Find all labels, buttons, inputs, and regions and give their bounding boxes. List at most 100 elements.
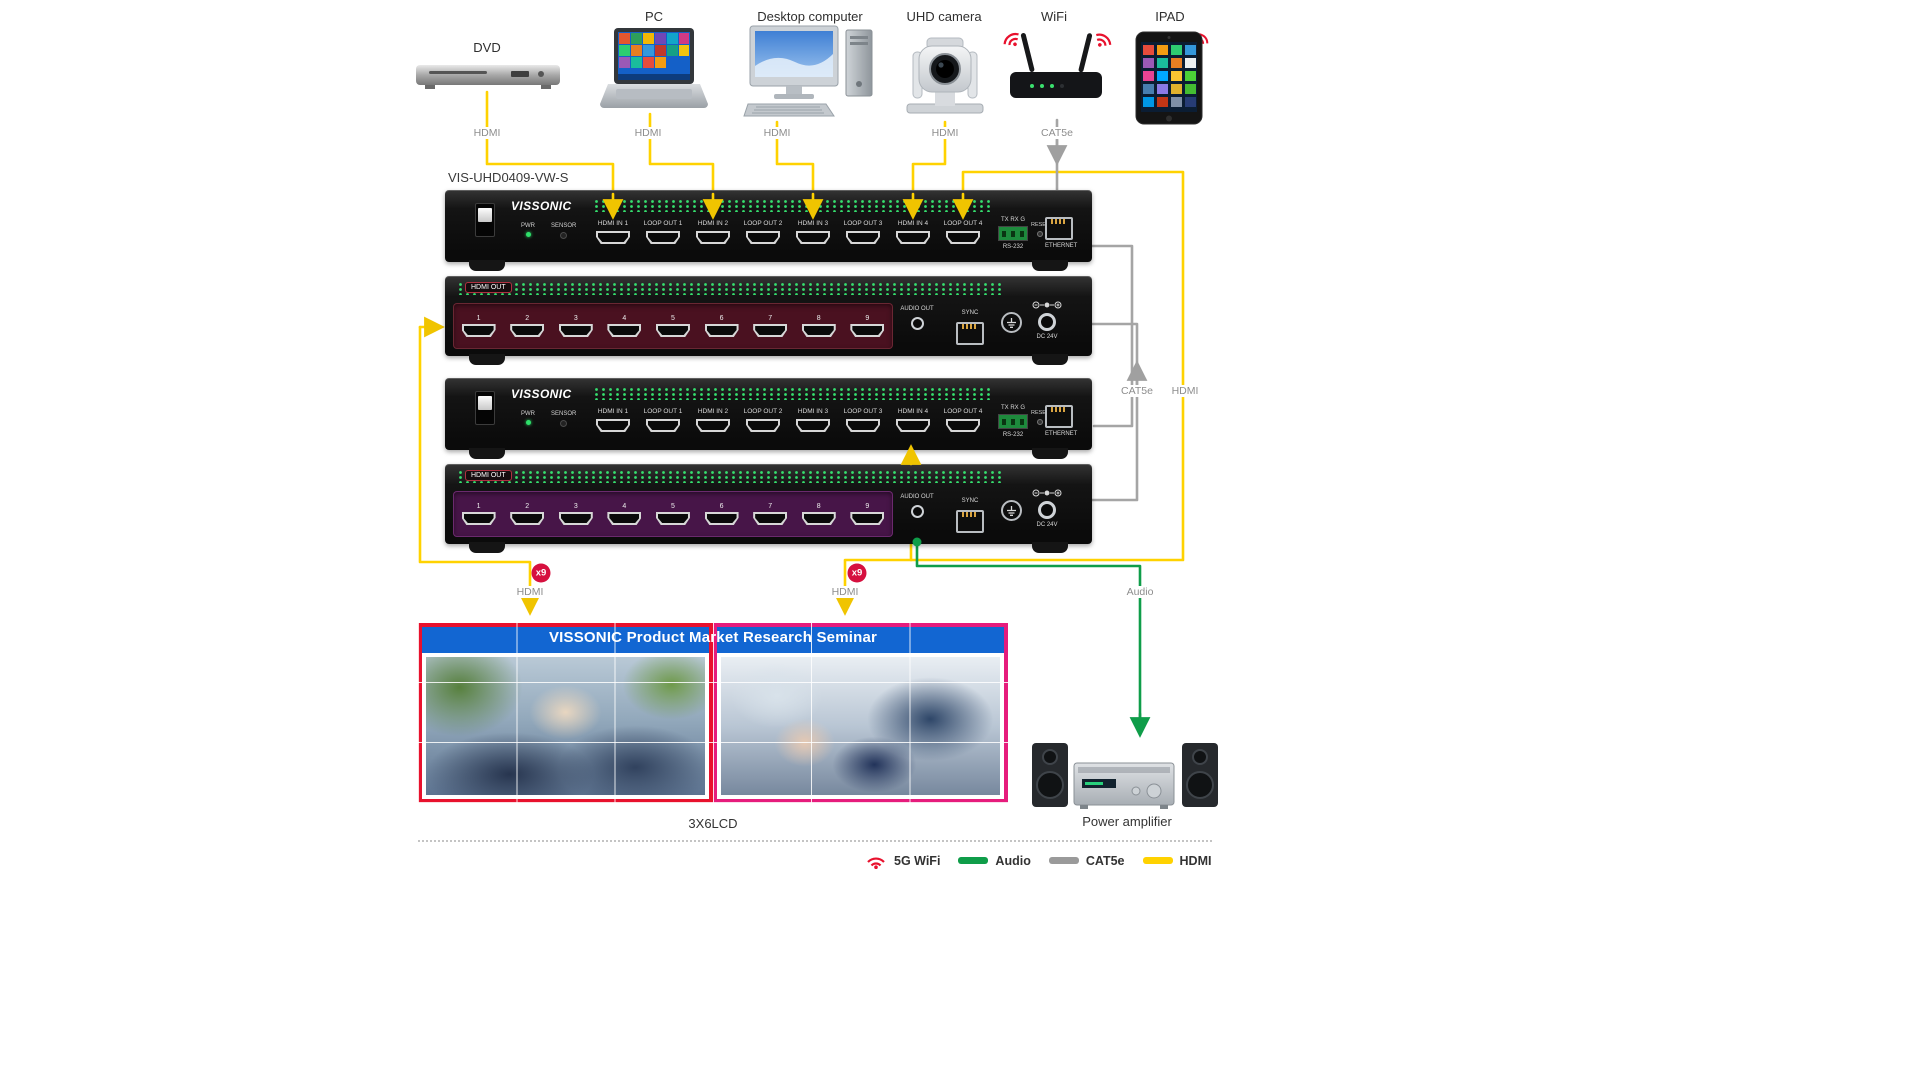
video-wall: VISSONIC Product Market Research Seminar (418, 623, 1008, 803)
hdmi-out-port: 7 (747, 315, 793, 337)
led-matrix (593, 387, 991, 400)
audio-line-swatch (958, 857, 989, 864)
hdmi-port-icon (746, 419, 780, 432)
device-label-camera: UHD camera (906, 9, 982, 24)
port-label: LOOP OUT 2 (743, 408, 783, 415)
jack-icon (910, 505, 924, 518)
port-number: 1 (476, 315, 481, 322)
hdmi-line-swatch (1142, 857, 1173, 864)
port-label: HDMI IN 4 (897, 408, 929, 415)
hdmi-out-port: 4 (601, 315, 647, 337)
x9-badge-left: x9 (531, 563, 551, 583)
led-matrix (457, 470, 1002, 483)
hdmi-out-port: 6 (699, 503, 745, 525)
barrel-jack-icon (1038, 313, 1056, 331)
port-number: 2 (525, 503, 530, 510)
rj45-icon (1045, 405, 1073, 428)
polarity-icon (1032, 301, 1062, 309)
pwr-indicator: PWR (521, 411, 535, 425)
legend-item-audio: Audio (958, 854, 1031, 868)
port-number: 8 (816, 315, 821, 322)
pwr-indicator: PWR (521, 223, 535, 237)
port-label: LOOP OUT 3 (843, 408, 883, 415)
pwr-led-icon (525, 232, 531, 237)
port-number: 6 (719, 315, 724, 322)
port-label: HDMI IN 2 (697, 220, 729, 227)
led-matrix (457, 282, 1002, 295)
polarity-icon (1032, 489, 1062, 497)
cable-label-hdmi-camera: HDMI (928, 127, 962, 139)
unit-foot (1032, 448, 1068, 459)
cable-label-hdmi-wall-left: HDMI (513, 586, 547, 598)
legend-item-hdmi: HDMI (1142, 854, 1211, 868)
hdmi-port-icon (896, 231, 930, 244)
hdmi-port-icon (850, 512, 885, 525)
hdmi-out-tag: HDMI OUT (465, 470, 512, 481)
hdmi-port: HDMI IN 4 (888, 408, 938, 432)
wall-title-text: VISSONIC Product Market Research Seminar (548, 629, 878, 646)
cable-label-cat5e-wifi: CAT5e (1038, 127, 1076, 139)
matrix-rear-panel-1: HDMI OUT 1 2 3 4 (445, 276, 1092, 365)
rs232-block: TX RX G RS-232 (995, 217, 1031, 250)
hdmi-port-icon (607, 324, 642, 337)
video-wall-left-half (418, 623, 713, 803)
legend-item-wifi: 5G WiFi (865, 852, 940, 869)
hdmi-port-icon (461, 512, 496, 525)
sensor-indicator: SENSOR (551, 411, 576, 427)
hdmi-port-icon (655, 512, 690, 525)
port-number: 7 (768, 315, 773, 322)
hdmi-port: HDMI IN 2 (688, 408, 738, 432)
rj45-icon (956, 322, 984, 345)
port-label: HDMI IN 2 (697, 408, 729, 415)
pwr-led-icon (525, 420, 531, 425)
hdmi-port-icon (704, 512, 739, 525)
hdmi-port-icon (596, 231, 630, 244)
brand-logo: VISSONIC (511, 387, 572, 401)
hdmi-out-port: 1 (456, 503, 502, 525)
unit-foot (469, 448, 505, 459)
port-number: 9 (865, 503, 870, 510)
matrix-front-panel-1: VISSONIC PWR SENSOR HDMI IN 1 LOOP OUT 1… (445, 190, 1092, 271)
hdmi-port-icon (655, 324, 690, 337)
port-number: 6 (719, 503, 724, 510)
hdmi-port-icon (558, 512, 593, 525)
rs232-block: TX RX G RS-232 (995, 405, 1031, 438)
uhd-camera-image (899, 24, 991, 123)
wall-caption: 3X6LCD (688, 816, 738, 831)
port-number: 5 (671, 503, 675, 510)
hdmi-port-icon (646, 419, 680, 432)
unit-foot (1032, 542, 1068, 553)
audio-out-jack: AUDIO OUT (897, 306, 937, 330)
cable-label-hdmi-wall-right: HDMI (828, 586, 862, 598)
hdmi-out-port: 8 (796, 503, 842, 525)
hdmi-out-port-row: 1 2 3 4 5 (453, 303, 893, 349)
unit-foot (1032, 354, 1068, 365)
port-number: 4 (622, 503, 627, 510)
barrel-jack-icon (1038, 501, 1056, 519)
jack-icon (910, 317, 924, 330)
port-number: 8 (816, 503, 821, 510)
sync-port: SYNC (950, 489, 990, 533)
hdmi-port-icon (696, 231, 730, 244)
hdmi-port: HDMI IN 3 (788, 408, 838, 432)
port-label: LOOP OUT 1 (643, 408, 683, 415)
hdmi-port-icon (510, 512, 545, 525)
front-port-row: HDMI IN 1 LOOP OUT 1 HDMI IN 2 LOOP OUT … (588, 220, 988, 244)
hdmi-port-icon (696, 419, 730, 432)
port-number: 2 (525, 315, 530, 322)
dc-power-jack: DC 24V (1025, 300, 1069, 340)
dc-power-jack: DC 24V (1025, 488, 1069, 528)
x9-badge-right: x9 (847, 563, 867, 583)
hdmi-port: LOOP OUT 1 (638, 220, 688, 244)
sync-port: SYNC (950, 301, 990, 345)
hdmi-port-icon (796, 231, 830, 244)
hdmi-out-port: 4 (601, 503, 647, 525)
audio-out-jack: AUDIO OUT (897, 494, 937, 518)
hdmi-port-icon (704, 324, 739, 337)
ethernet-port: ETHERNET (1045, 217, 1077, 249)
port-number: 9 (865, 315, 870, 322)
hdmi-port-icon (461, 324, 496, 337)
hdmi-port-icon (796, 419, 830, 432)
hdmi-port-icon (596, 419, 630, 432)
hdmi-port-icon (510, 324, 545, 337)
